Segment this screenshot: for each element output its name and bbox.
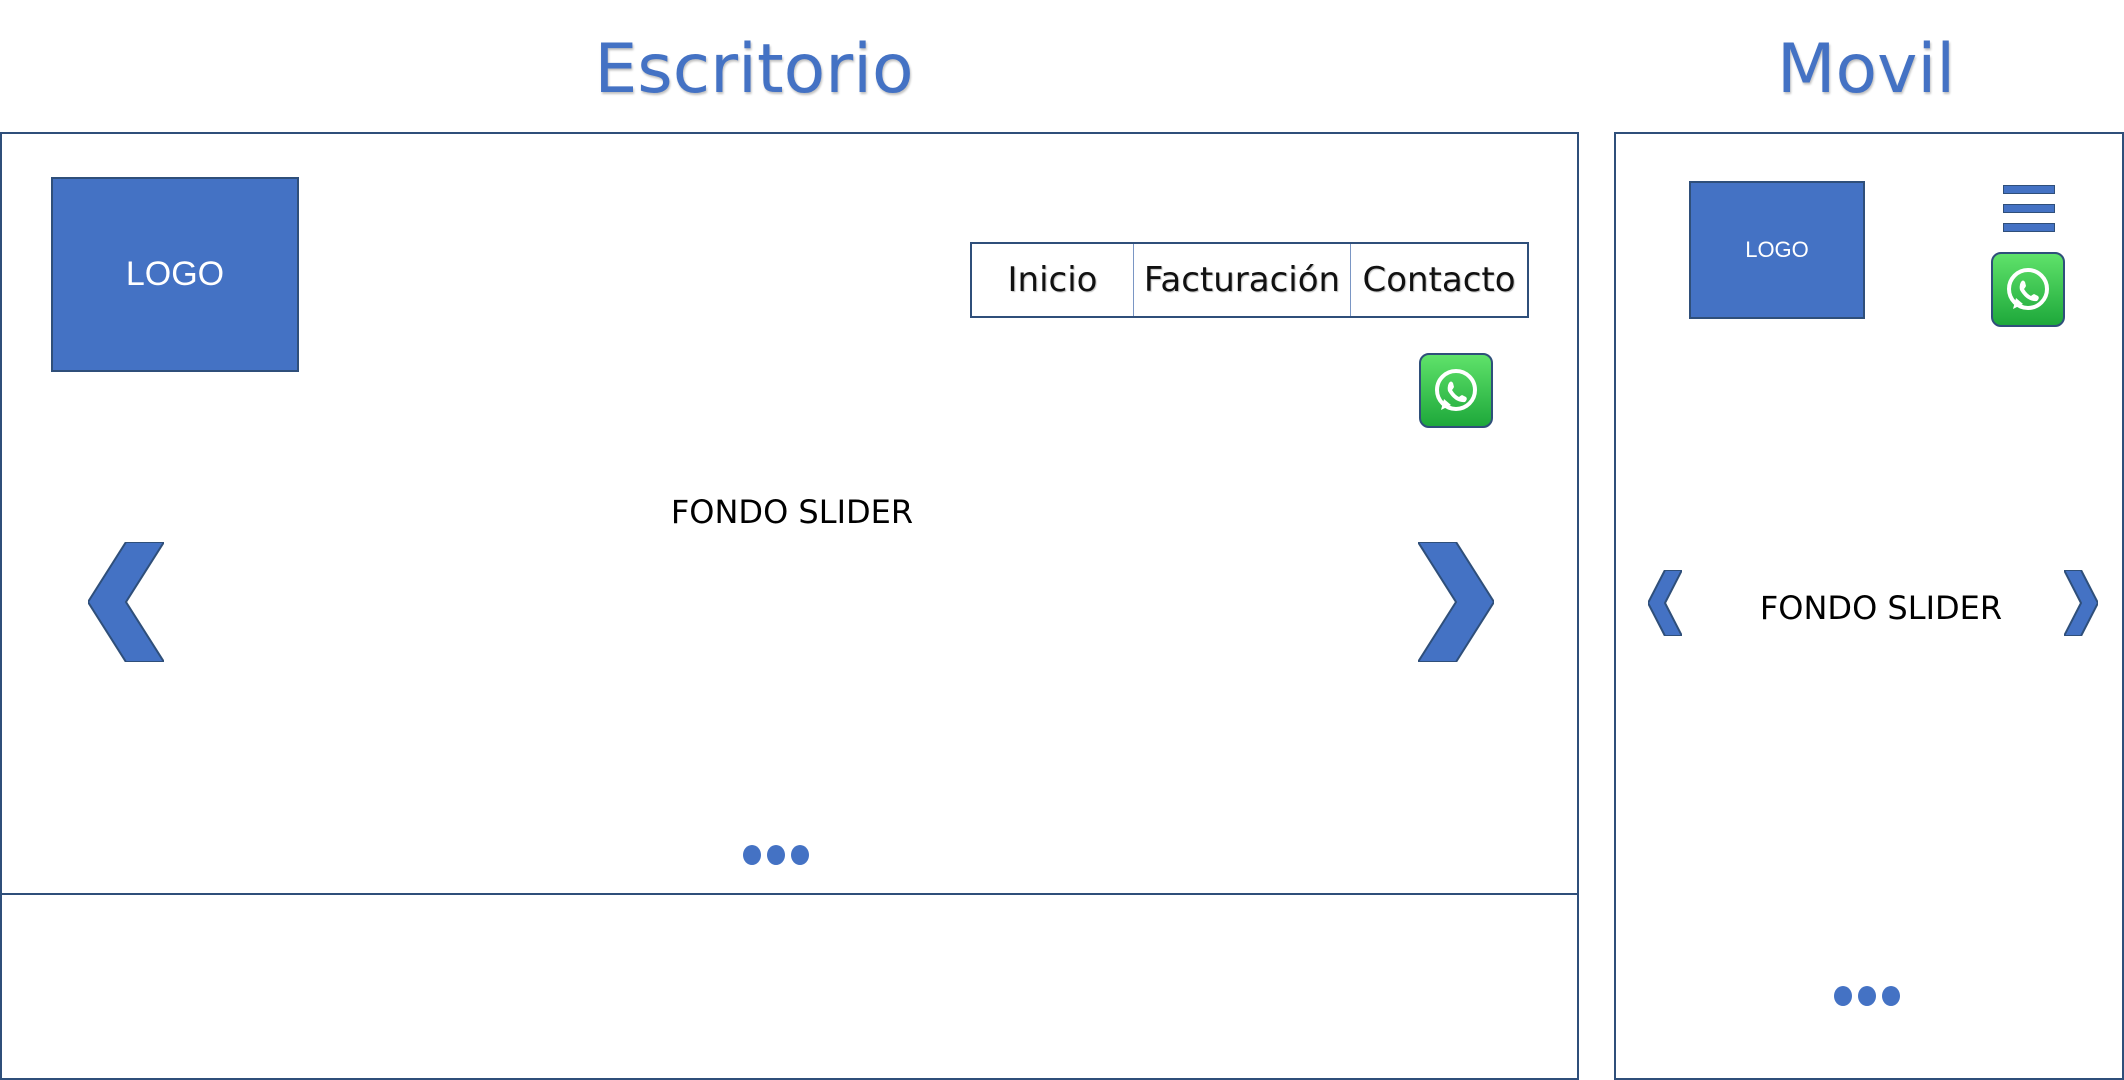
desktop-logo-label: LOGO — [125, 255, 225, 293]
desktop-pagination-dots[interactable] — [743, 845, 809, 865]
mobile-frame: LOGO FONDO SLIDER — [1614, 132, 2124, 1080]
pagination-dot[interactable] — [1858, 986, 1876, 1006]
desktop-frame: LOGO Inicio Facturación Contacto FONDO S… — [0, 132, 1579, 1080]
desktop-slider-label: FONDO SLIDER — [670, 493, 914, 531]
chevron-left-icon[interactable] — [1648, 570, 1682, 636]
nav-item-facturacion[interactable]: Facturación — [1133, 244, 1350, 316]
mobile-slider-label: FONDO SLIDER — [1759, 589, 2003, 627]
hamburger-bar — [2003, 185, 2055, 194]
hamburger-bar — [2003, 204, 2055, 213]
whatsapp-icon[interactable] — [1991, 252, 2065, 327]
hamburger-menu-icon[interactable] — [2003, 185, 2055, 242]
mobile-logo[interactable]: LOGO — [1689, 181, 1865, 319]
pagination-dot[interactable] — [791, 845, 809, 865]
pagination-dot[interactable] — [1834, 986, 1852, 1006]
desktop-heading: Escritorio — [594, 30, 914, 109]
pagination-dot[interactable] — [1882, 986, 1900, 1006]
desktop-nav-menu: Inicio Facturación Contacto — [970, 242, 1529, 318]
chevron-right-icon[interactable] — [1418, 542, 1494, 662]
chevron-right-icon[interactable] — [2064, 570, 2098, 636]
pagination-dot[interactable] — [767, 845, 785, 865]
pagination-dot[interactable] — [743, 845, 761, 865]
desktop-logo[interactable]: LOGO — [51, 177, 299, 372]
nav-item-contacto[interactable]: Contacto — [1350, 244, 1527, 316]
whatsapp-icon[interactable] — [1419, 353, 1493, 428]
chevron-left-icon[interactable] — [88, 542, 164, 662]
mobile-logo-label: LOGO — [1745, 237, 1809, 262]
hamburger-bar — [2003, 223, 2055, 232]
mobile-heading: Movil — [1776, 30, 1956, 109]
nav-item-inicio[interactable]: Inicio — [1007, 260, 1098, 300]
mobile-pagination-dots[interactable] — [1834, 986, 1900, 1006]
desktop-footer-divider — [2, 893, 1577, 895]
